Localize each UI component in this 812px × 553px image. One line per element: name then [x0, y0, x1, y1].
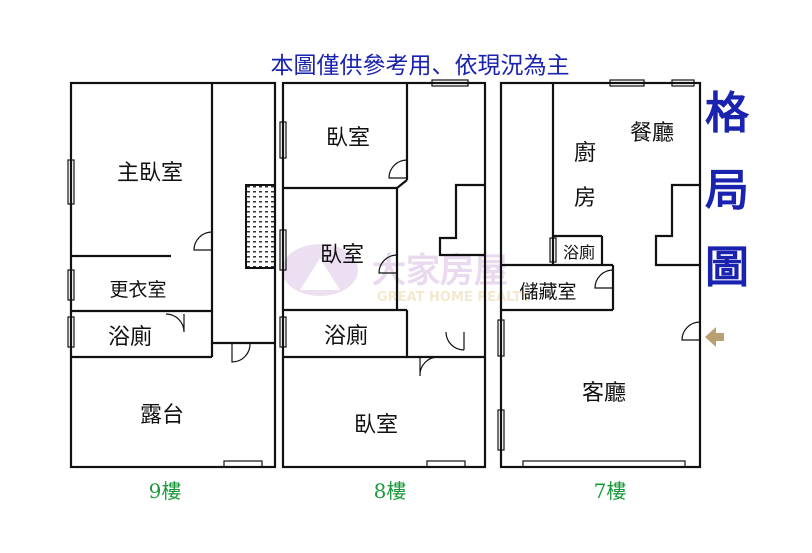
- window-icon: [549, 237, 557, 263]
- window-icon: [497, 409, 505, 451]
- door-icon: [419, 356, 439, 377]
- room-label: 儲藏室: [519, 281, 576, 303]
- window-icon: [279, 229, 287, 271]
- door-icon: [594, 269, 614, 289]
- stairs-icon: [245, 184, 276, 269]
- floor-8: 臥室 臥室 浴廁 臥室 8樓: [279, 79, 487, 503]
- window-icon: [223, 460, 263, 468]
- room-label: 餐廳: [630, 121, 674, 146]
- floor-9: 主臥室 更衣室 浴廁 露台 9樓: [67, 81, 277, 503]
- room-label: 臥室: [320, 243, 364, 268]
- room-label: 浴廁: [563, 243, 595, 262]
- room-label: 主臥室: [117, 161, 183, 186]
- door-icon: [231, 342, 251, 363]
- disclaimer-title: 本圖僅供參考用、依現況為主: [271, 53, 570, 79]
- window-icon: [426, 460, 466, 468]
- window-icon: [279, 121, 287, 159]
- room-label: 客廳: [582, 381, 626, 406]
- room-label: 更衣室: [109, 279, 166, 301]
- floor-7: 餐廳 廚 房 浴廁 儲藏室 客廳 7樓: [497, 79, 702, 503]
- room-label: 臥室: [326, 126, 370, 151]
- room-label: 浴廁: [108, 325, 152, 350]
- entrance-arrow-icon: [705, 327, 724, 347]
- room-label: 廚: [574, 141, 596, 166]
- floor-label: 7樓: [594, 479, 627, 503]
- watermark-subtitle: GREAT HOME REALTY: [377, 290, 531, 305]
- window-icon: [431, 79, 469, 87]
- door-icon: [388, 159, 408, 179]
- door-icon: [445, 331, 465, 351]
- door-icon: [681, 321, 701, 341]
- watermark-brand: 大家房屋: [372, 251, 508, 291]
- door-icon: [165, 313, 185, 333]
- window-icon: [67, 159, 75, 205]
- room-label: 浴廁: [324, 324, 368, 349]
- window-icon: [497, 319, 505, 357]
- floor-label: 9樓: [149, 479, 182, 503]
- floor-label: 8樓: [374, 479, 407, 503]
- window-icon: [522, 460, 686, 468]
- window-icon: [671, 79, 695, 87]
- window-icon: [609, 79, 645, 87]
- door-icon: [193, 231, 213, 251]
- stairs-icon: [438, 183, 485, 257]
- window-icon: [67, 269, 75, 301]
- room-label: 房: [574, 186, 596, 211]
- room-label: 露台: [140, 403, 184, 428]
- stairs-icon: [654, 183, 700, 267]
- door-icon: [378, 254, 398, 274]
- side-title-3: 圖: [705, 242, 749, 293]
- side-title-2: 局: [705, 165, 749, 216]
- window-icon: [279, 316, 287, 348]
- window-icon: [67, 316, 75, 348]
- side-title-1: 格: [705, 88, 750, 139]
- room-label: 臥室: [354, 413, 398, 438]
